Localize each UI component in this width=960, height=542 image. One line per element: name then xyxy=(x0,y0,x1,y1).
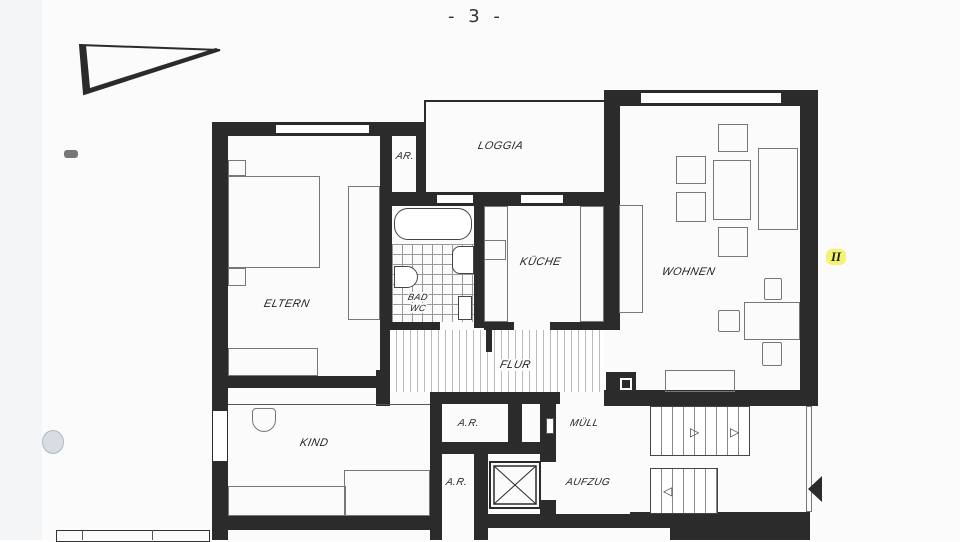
shelf xyxy=(619,205,643,313)
room-label-abstellraum-2: A.R. xyxy=(444,477,469,488)
chimney xyxy=(620,378,632,390)
wall xyxy=(380,122,392,374)
room-label-flur: FLUR xyxy=(496,359,535,371)
chair xyxy=(764,278,782,300)
room-label-wohnen: WOHNEN xyxy=(660,266,717,278)
stairs-lower xyxy=(650,468,718,514)
bathtub xyxy=(394,208,472,240)
entrance-door-frame xyxy=(806,406,812,512)
wall xyxy=(486,330,492,352)
balcony-divider xyxy=(82,530,83,540)
window xyxy=(275,124,370,134)
nightstand xyxy=(228,268,246,286)
wall xyxy=(416,136,426,196)
room-label-abstellraum: AR. xyxy=(394,151,416,162)
stair-up-arrow-icon: ▷ xyxy=(730,425,740,439)
kind-wardrobe-line xyxy=(228,404,434,405)
room-label-wc: WC xyxy=(408,303,428,313)
sink xyxy=(452,246,474,274)
flur-floor xyxy=(390,330,604,392)
stair-up-arrow-icon: ▷ xyxy=(690,425,700,439)
wall xyxy=(228,516,438,530)
wall xyxy=(540,500,556,520)
wall xyxy=(212,376,390,388)
dresser xyxy=(228,348,318,376)
level-marker-highlight: II xyxy=(826,249,847,265)
armchair xyxy=(718,124,748,152)
stairs-upper xyxy=(650,406,750,456)
elevator-icon xyxy=(489,461,541,509)
room-label-bad: BAD xyxy=(406,292,430,302)
chair xyxy=(762,342,782,366)
room-label-kind: KIND xyxy=(298,437,330,449)
room-label-aufzug: AUFZUG xyxy=(564,477,612,488)
balcony-rail xyxy=(56,530,210,542)
wall xyxy=(212,122,228,540)
wall xyxy=(550,322,620,330)
wall xyxy=(376,370,390,406)
wall xyxy=(630,512,810,528)
smudge xyxy=(64,150,78,158)
window xyxy=(212,410,228,462)
armchair xyxy=(718,227,748,257)
chair xyxy=(718,310,740,332)
kind-bed xyxy=(228,486,346,516)
dining-table xyxy=(744,302,800,340)
wall xyxy=(604,90,620,330)
wall xyxy=(380,322,440,330)
wall xyxy=(430,392,442,540)
punch-hole xyxy=(42,430,64,454)
armchair xyxy=(676,156,706,184)
wall xyxy=(474,514,644,528)
sofa xyxy=(758,148,798,230)
wall xyxy=(430,392,560,404)
kitchen-counter-right xyxy=(580,206,604,322)
bed xyxy=(228,176,320,268)
stair-down-arrow-icon: ◁ xyxy=(663,484,673,498)
room-label-eltern: ELTERN xyxy=(262,298,311,310)
wall xyxy=(484,322,514,330)
wall xyxy=(800,90,818,406)
balcony-divider xyxy=(152,530,153,540)
muell-chute xyxy=(546,418,554,434)
wall xyxy=(604,390,818,406)
washer xyxy=(458,296,472,320)
kind-desk xyxy=(344,470,430,516)
wall xyxy=(670,526,810,540)
nightstand xyxy=(228,160,246,176)
toilet xyxy=(394,266,418,288)
entry-arrow-icon xyxy=(808,476,822,502)
page-number: - 3 - xyxy=(448,6,504,27)
room-label-abstellraum-1: A.R. xyxy=(456,418,481,429)
room-label-loggia: LOGGIA xyxy=(476,140,525,152)
kind-basin xyxy=(252,408,276,432)
armchair xyxy=(676,192,706,222)
kitchen-counter xyxy=(484,206,508,322)
sideboard xyxy=(665,370,735,392)
wall xyxy=(508,392,522,452)
window xyxy=(436,194,474,204)
wall xyxy=(474,192,484,328)
window xyxy=(520,194,564,204)
window xyxy=(640,92,782,104)
room-label-muell: MÜLL xyxy=(568,418,600,429)
wardrobe xyxy=(348,186,380,320)
room-label-kueche: KÜCHE xyxy=(518,256,563,268)
north-arrow-icon xyxy=(78,43,221,96)
coffee-table xyxy=(713,160,751,220)
wall xyxy=(380,192,620,206)
